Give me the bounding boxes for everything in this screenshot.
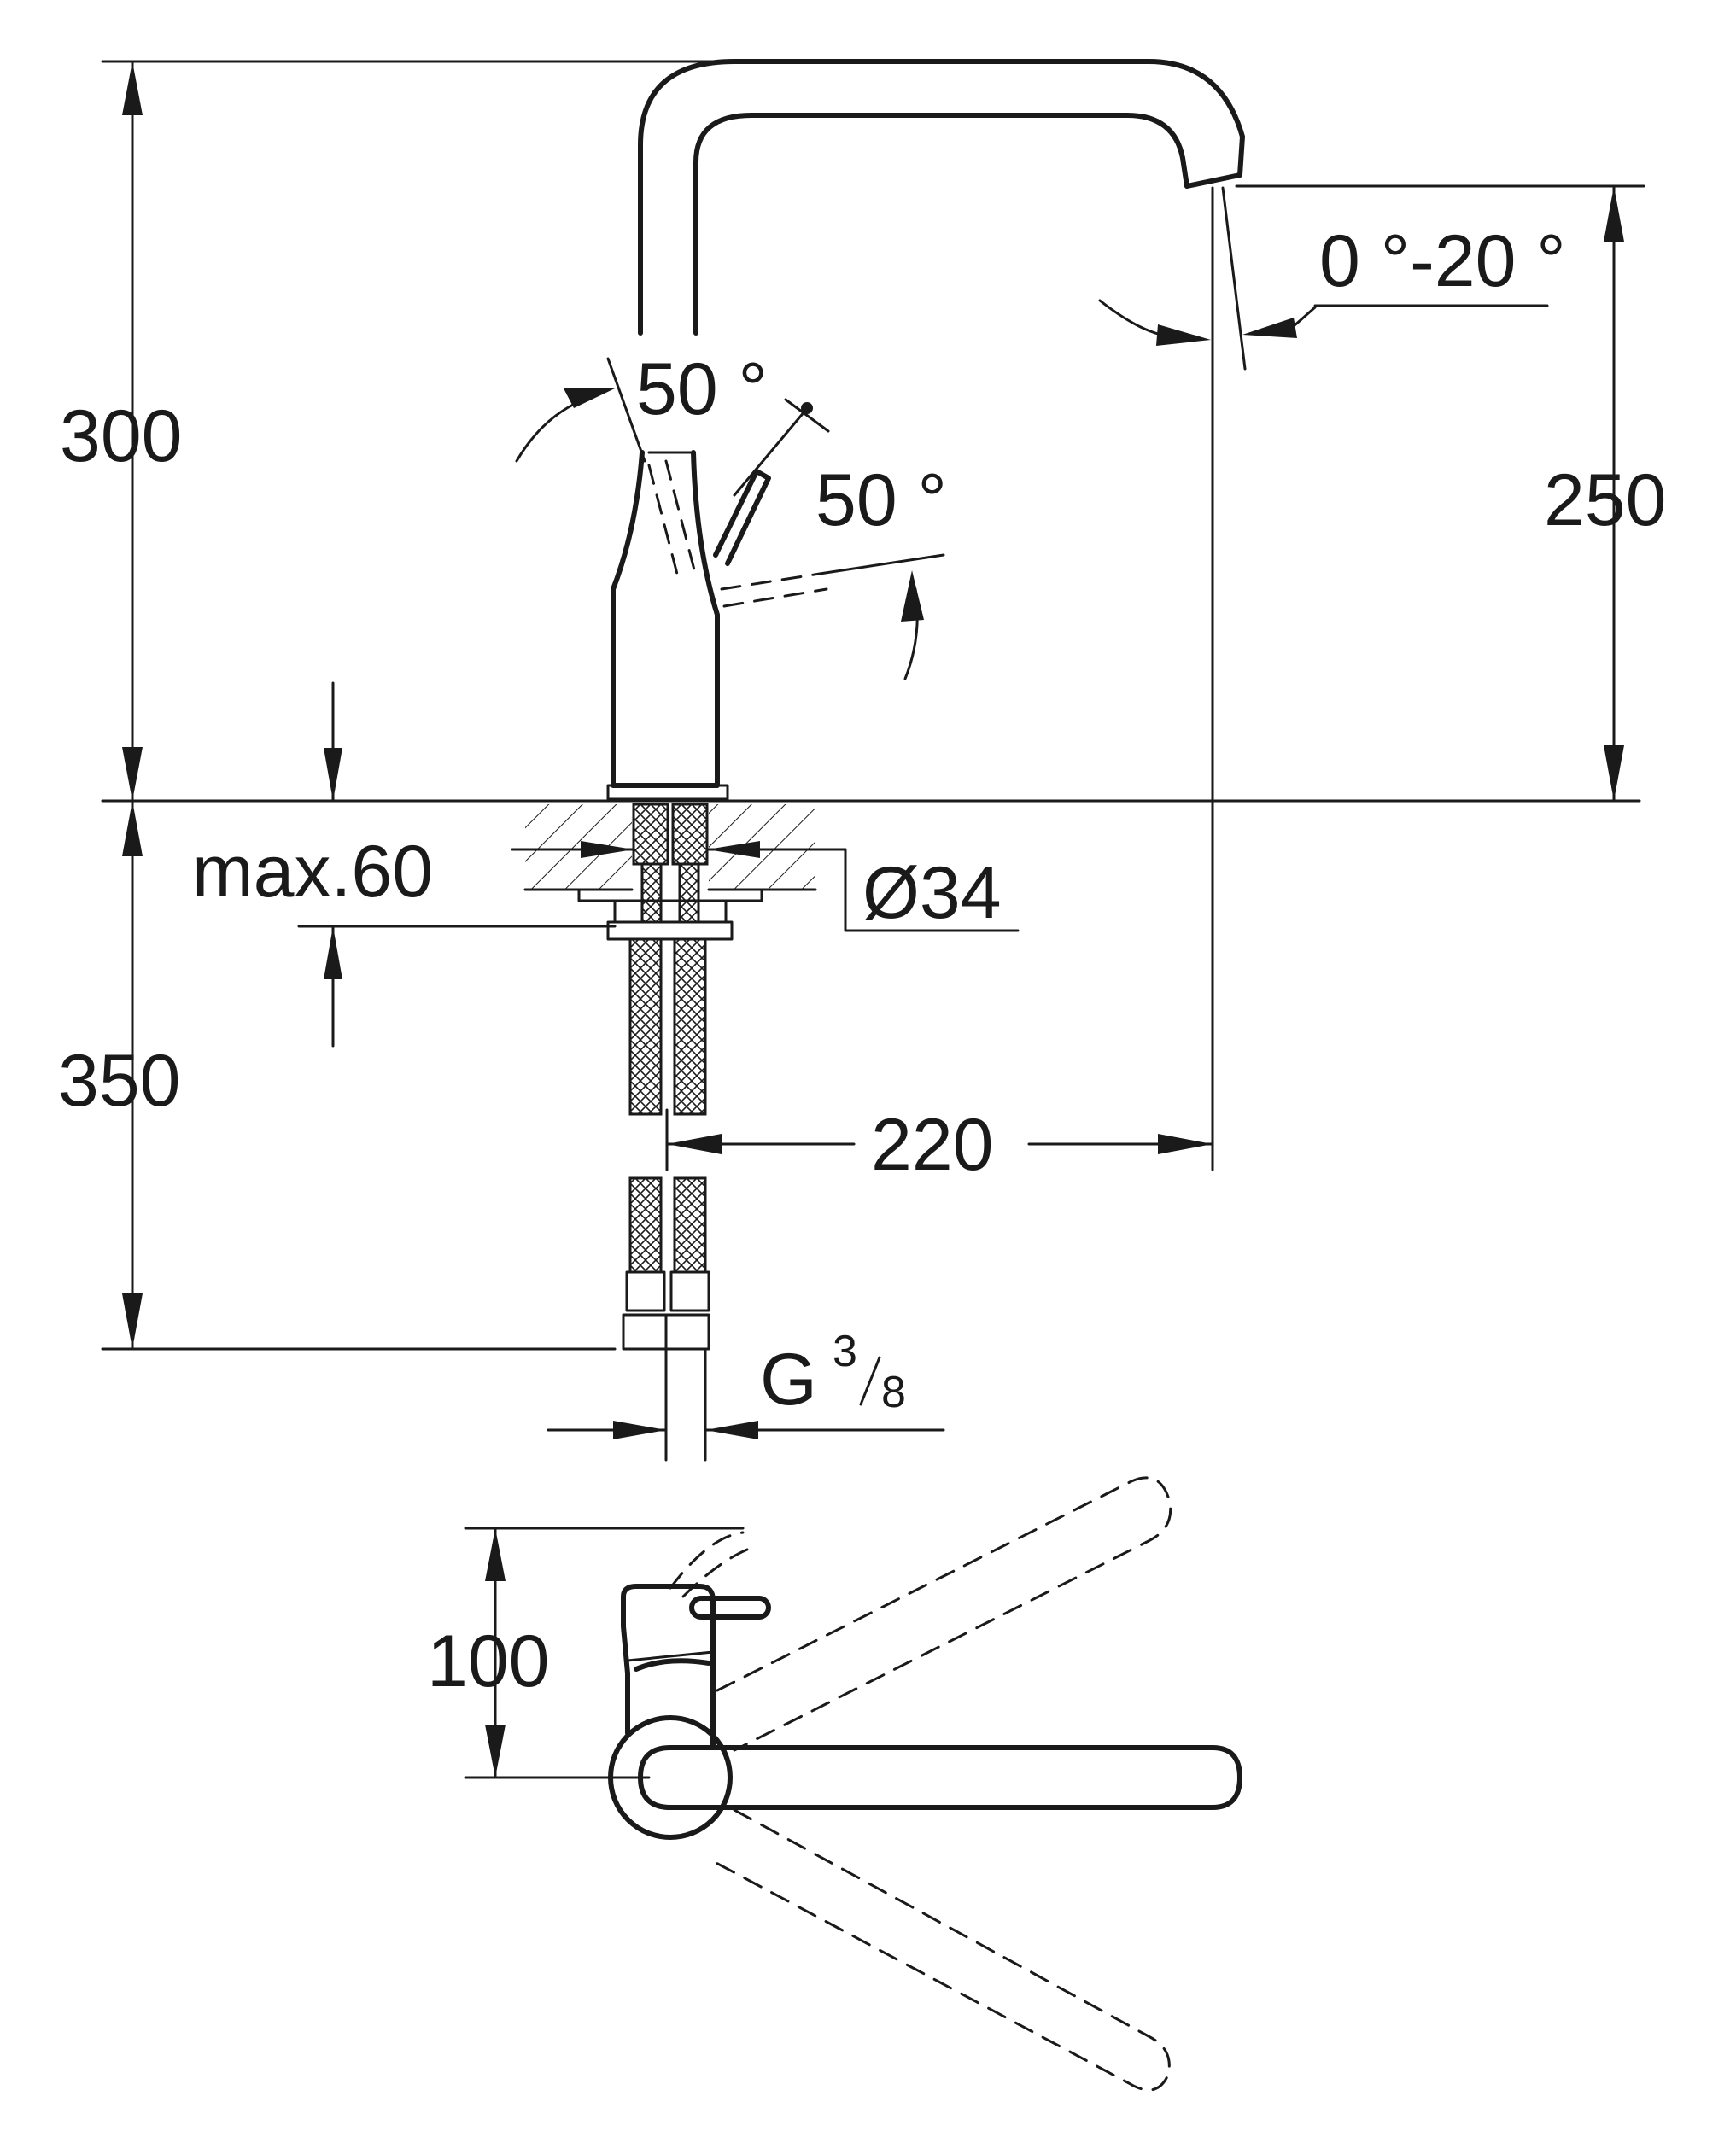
handle-alt-positions (647, 459, 828, 608)
label-350: 350 (58, 1040, 181, 1122)
dimension-max60 (297, 681, 617, 1048)
dimension-220 (665, 1134, 1214, 1154)
label-max60: max.60 (192, 831, 433, 913)
label-thread-numerator: 3 (833, 1327, 857, 1376)
label-thread-denominator: 8 (881, 1368, 906, 1417)
dimension-diameter (511, 841, 1020, 932)
dimension-thread (547, 1421, 945, 1439)
label-thread-letter: G (760, 1339, 817, 1421)
dimension-250 (1235, 184, 1645, 803)
faucet-body (606, 59, 1245, 801)
label-diameter: Ø34 (862, 852, 1002, 934)
angle-spout-tilt (1098, 186, 1549, 1171)
label-spout-tilt: 0 °-20 ° (1319, 220, 1566, 302)
label-100: 100 (427, 1620, 550, 1702)
angle-50-side (818, 553, 945, 680)
top-view (464, 1476, 1242, 2092)
dimension-300 (101, 60, 745, 803)
label-250: 250 (1544, 459, 1667, 541)
label-50-top: 50 ° (636, 348, 768, 430)
angle-50-top (515, 357, 830, 497)
label-220: 220 (871, 1104, 994, 1186)
countertop-section (523, 803, 817, 941)
dimension-350 (101, 799, 617, 1351)
label-300: 300 (60, 395, 183, 477)
supply-hoses (622, 937, 710, 1462)
label-50-side: 50 ° (815, 459, 947, 541)
thread-fraction-slash (859, 1356, 881, 1406)
